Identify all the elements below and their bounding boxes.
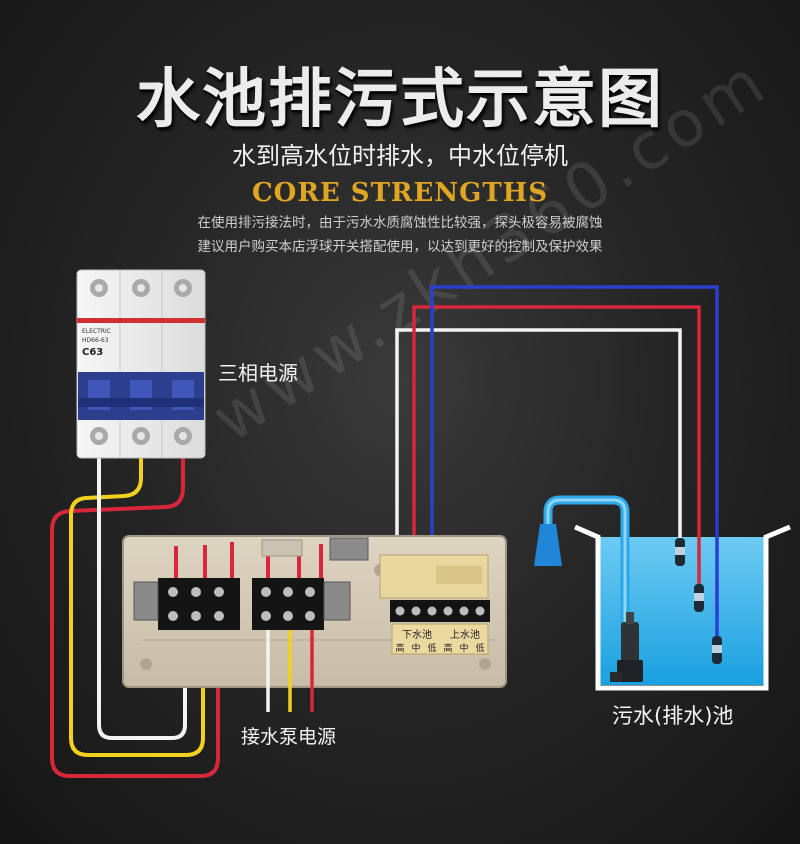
control-box: 下水池 上水池 高 中 低 高 中 低 [122, 535, 507, 688]
level-probes [675, 538, 722, 664]
subtitle: 水到高水位时排水，中水位停机 [232, 142, 568, 170]
three-phase-power-label: 三相电源 [218, 361, 298, 385]
breaker-model: HD66-63 [82, 337, 109, 344]
breaker-brand: ELECTRIC [82, 328, 111, 335]
white-sensor-wire [395, 328, 682, 600]
red-power-wire [50, 455, 220, 778]
level-high-upper: 高 [443, 642, 452, 654]
upper-tank-label: 上水池 [450, 628, 480, 641]
tank-wall [574, 524, 791, 691]
sewage-pump-icon [610, 612, 643, 682]
pump-output-wires [266, 630, 314, 712]
section-heading: CORE STRENGTHS [251, 178, 549, 208]
lower-tank-label: 下水池 [402, 628, 432, 641]
level-mid-upper: 中 [459, 642, 468, 654]
level-mid-lower: 中 [411, 642, 420, 654]
sewage-tank-label: 污水(排水)池 [612, 704, 734, 728]
blue-sensor-wire [430, 285, 719, 648]
level-low-lower: 低 [427, 642, 436, 654]
level-low-upper: 低 [475, 642, 484, 654]
red-sensor-wire [412, 305, 701, 600]
page-title: 水池排污式示意图 [136, 63, 664, 137]
pump-power-label: 接水泵电源 [241, 726, 337, 748]
description-line-1: 在使用排污接法时，由于污水水质腐蚀性比较强，探头极容易被腐蚀 [197, 215, 603, 231]
breaker-rating: C63 [82, 347, 103, 358]
outlet-pipe [534, 495, 630, 650]
description-line-2: 建议用户购买本店浮球开关搭配使用，以达到更好的控制及保护效果 [197, 239, 603, 255]
power-wires [50, 455, 220, 778]
level-high-lower: 高 [395, 642, 404, 654]
yellow-power-wire [69, 455, 205, 757]
sensor-wires [395, 285, 719, 648]
circuit-breaker-icon: ELECTRIC HD66-63 C63 [76, 269, 206, 459]
white-power-wire [97, 455, 187, 740]
spray-nozzle-icon [534, 524, 562, 566]
